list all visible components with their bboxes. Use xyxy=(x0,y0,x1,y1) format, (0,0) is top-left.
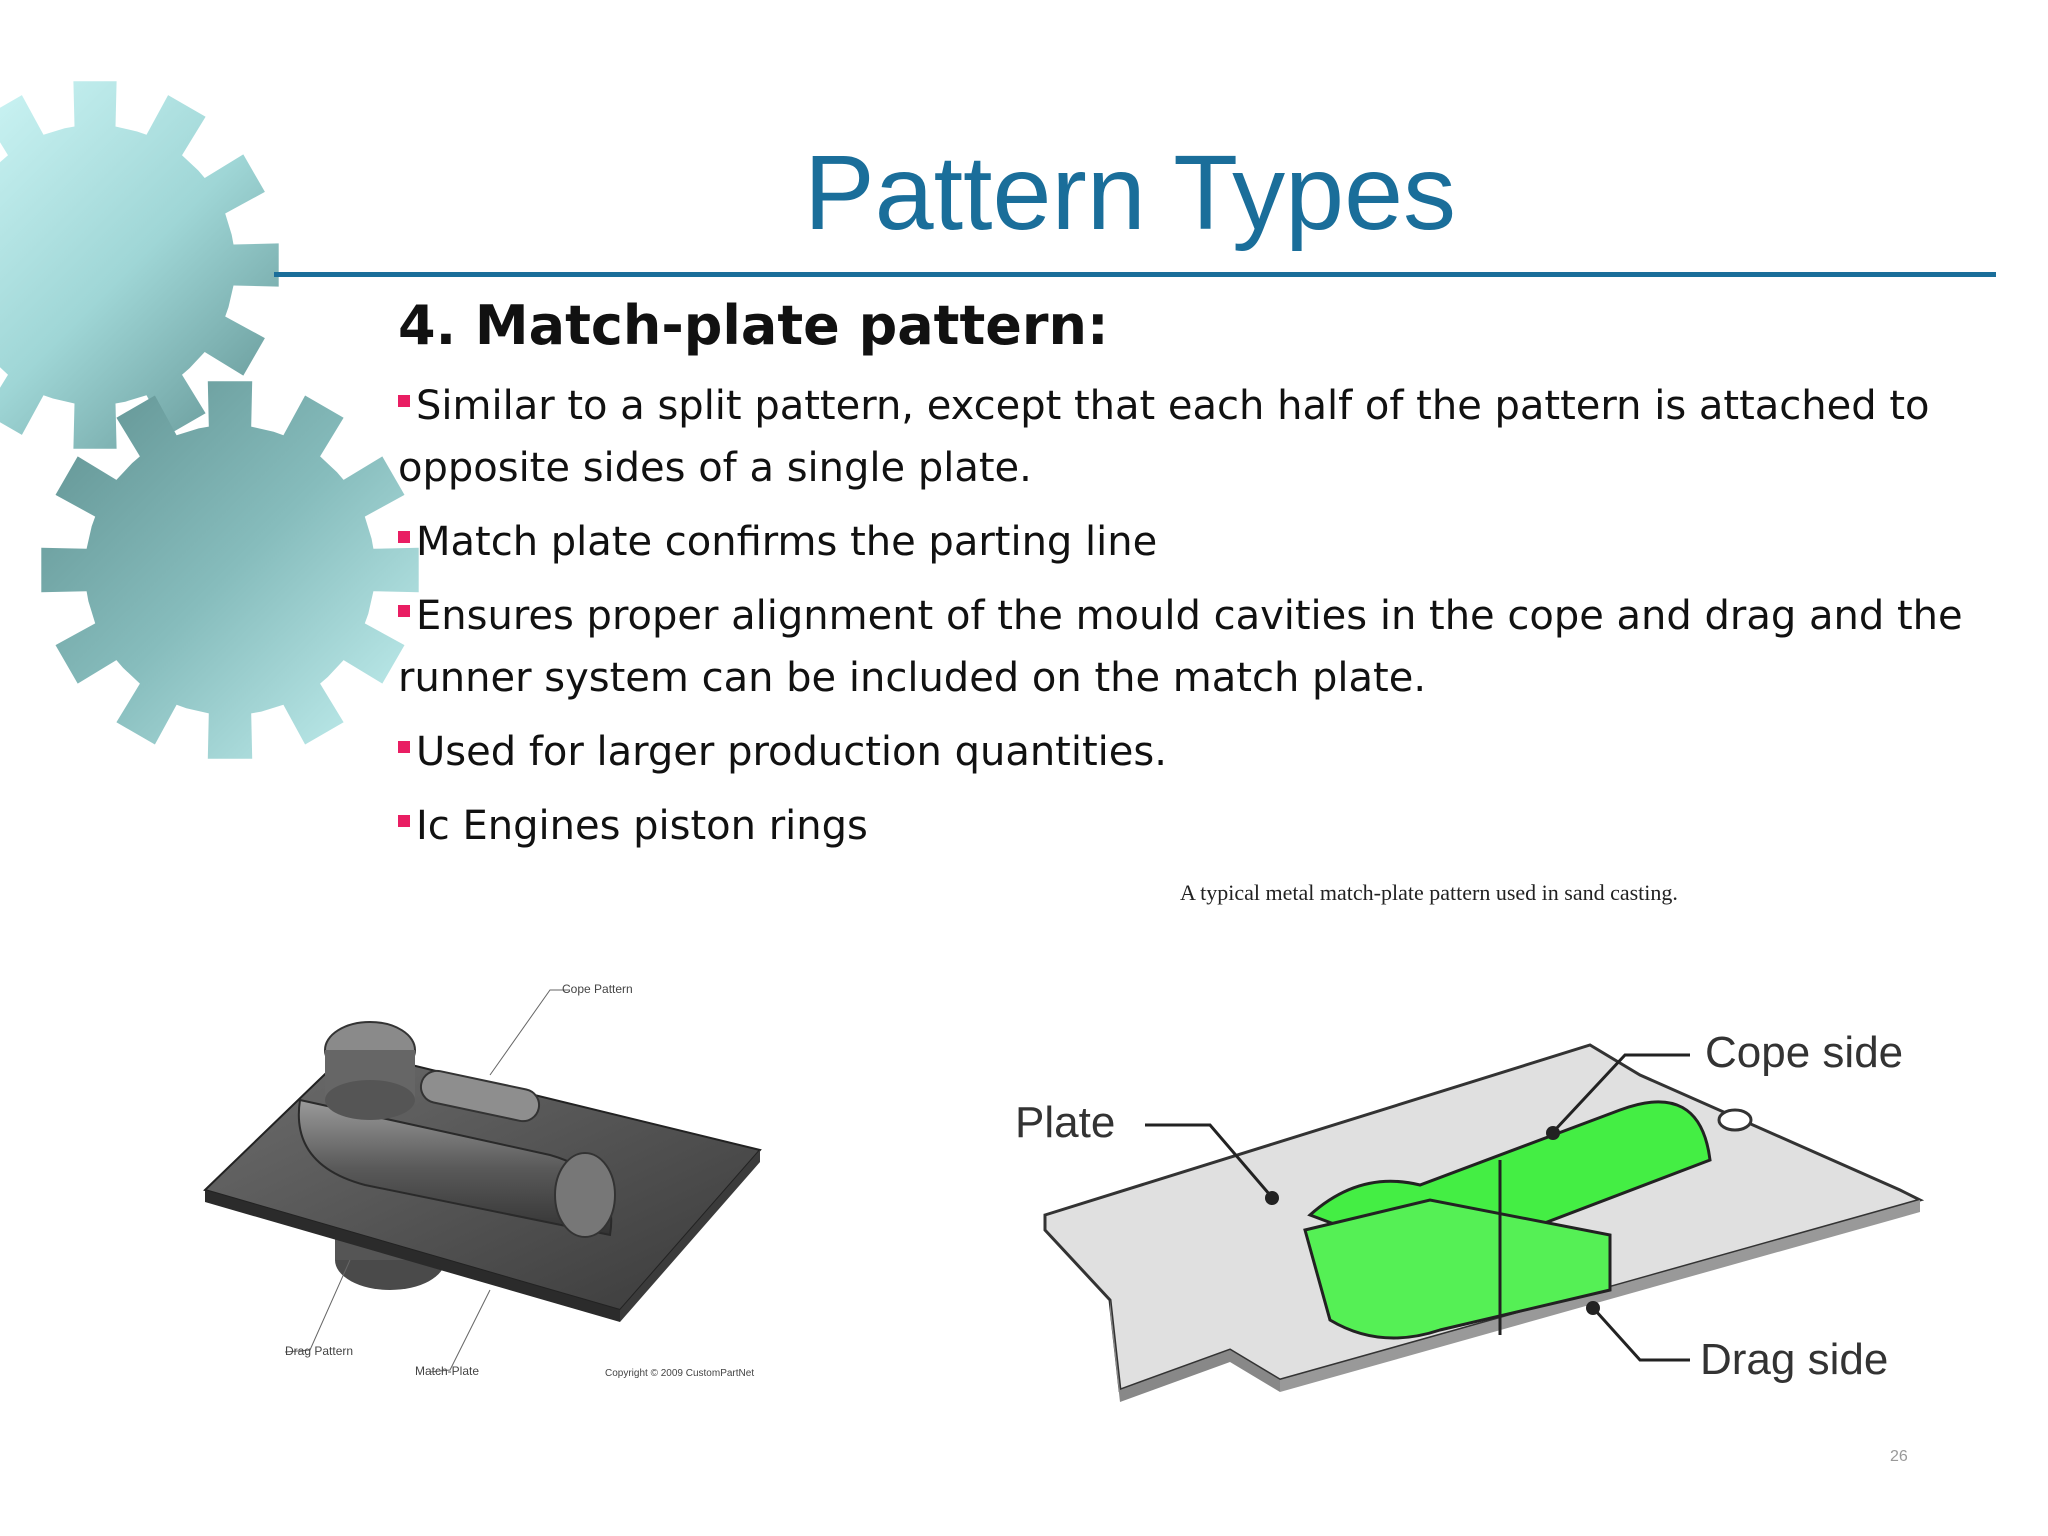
bullet-item: Match plate confirms the parting line xyxy=(398,511,2038,573)
slide-content: 4. Match-plate pattern: Similar to a spl… xyxy=(398,294,2038,869)
gear-top-icon xyxy=(0,81,279,449)
bullet-marker-icon xyxy=(398,604,410,617)
match-plate-diagram-illustration xyxy=(1043,1043,1925,1402)
bullet-marker-icon xyxy=(398,394,410,407)
drag-pattern-label: Drag Pattern xyxy=(285,1344,354,1358)
bullet-marker-icon xyxy=(398,530,410,543)
cope-pattern-label: Cope Pattern xyxy=(562,982,633,996)
gears-decoration xyxy=(0,81,419,759)
bullet-marker-icon xyxy=(398,740,410,753)
gear-top-shape xyxy=(0,81,279,449)
cope-side-label: Cope side xyxy=(1705,1028,1904,1077)
gear-bottom-icon xyxy=(41,381,419,759)
match-plate-label: Match-Plate xyxy=(415,1364,480,1378)
bullet-item: Similar to a split pattern, except that … xyxy=(398,382,1930,491)
bullet-item: Ic Engines piston rings xyxy=(398,795,2038,857)
gear-bottom-shape xyxy=(41,381,419,759)
figure-right-match-plate-diagram: Plate Cope side Drag side xyxy=(1000,990,1960,1415)
page-number: 26 xyxy=(1890,1448,1908,1465)
match-plate-render-illustration xyxy=(203,989,762,1373)
bullet-list: Similar to a split pattern, except that … xyxy=(398,375,2038,857)
figure-caption: A typical metal match-plate pattern used… xyxy=(1180,880,1678,905)
drag-side-label: Drag side xyxy=(1700,1335,1889,1384)
bullet-item: Used for larger production quantities. xyxy=(398,721,2038,783)
bullet-item: Ensures proper alignment of the mould ca… xyxy=(398,592,1963,701)
bullet-marker-icon xyxy=(398,814,410,827)
slide-title: Pattern Types xyxy=(803,134,1457,252)
figure-left-match-plate-render: Cope Pattern Drag Pattern Match-Plate Co… xyxy=(190,960,810,1405)
title-divider xyxy=(274,272,1996,277)
section-heading: 4. Match-plate pattern: xyxy=(398,294,1109,357)
copyright-label: Copyright © 2009 CustomPartNet xyxy=(605,1368,755,1379)
plate-label: Plate xyxy=(1015,1098,1116,1147)
